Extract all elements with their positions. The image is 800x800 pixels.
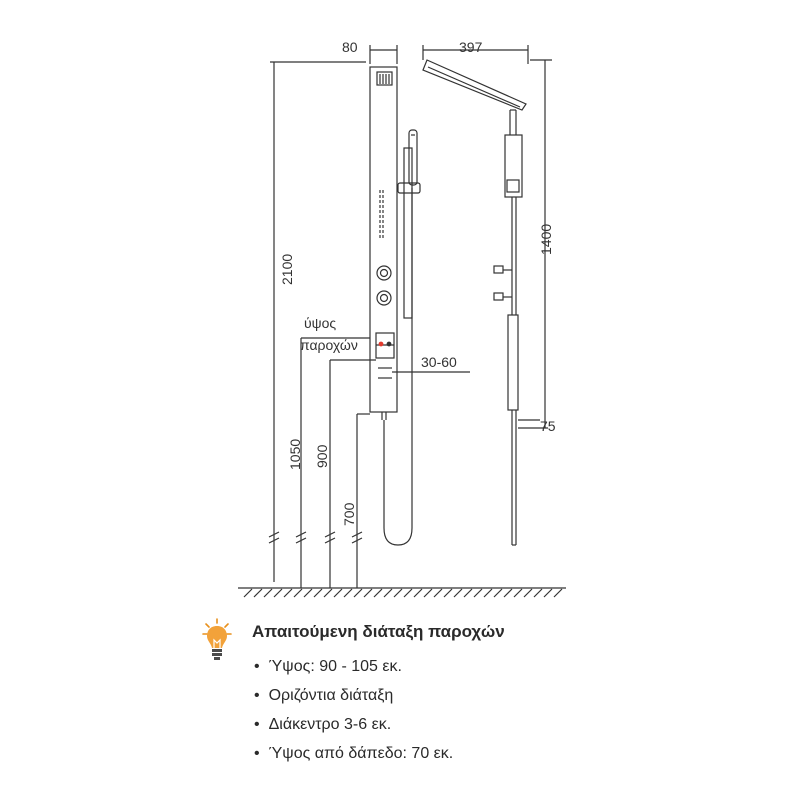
list-item: Ύψος από δάπεδο: 70 εκ. — [254, 739, 454, 768]
dim-floor-offset: 700 — [341, 502, 357, 526]
note-list: Ύψος: 90 - 105 εκ. Οριζόντια διάταξη Διά… — [254, 652, 454, 768]
front-view-panel — [369, 66, 398, 420]
list-item: Οριζόντια διάταξη — [254, 681, 453, 710]
front-view-slide-rail — [383, 129, 421, 546]
list-item: Ύψος: 90 - 105 εκ. — [254, 652, 453, 681]
floor-line — [238, 587, 566, 598]
lower-control-knob — [376, 290, 392, 306]
dim-total-height: 2100 — [279, 254, 295, 285]
note-title: Απαιτούμενη διάταξη παροχών — [252, 622, 505, 641]
dim-inlet-height: 900 — [314, 444, 330, 468]
side-view-panel — [422, 59, 527, 546]
list-item: Διάκεντρο 3-6 εκ. — [254, 710, 453, 739]
upper-control-knob — [376, 265, 392, 281]
dim-panel-width: 80 — [342, 39, 358, 55]
lightbulb-icon — [202, 618, 232, 660]
dim-rail-height: 1400 — [538, 224, 554, 255]
supply-height-label-line1: ύψος — [304, 315, 336, 331]
dim-inlet-spacing: 30-60 — [421, 354, 457, 370]
dim-wall-offset: 75 — [540, 418, 556, 434]
supply-height-label-line2: παροχών — [300, 337, 358, 353]
dim-outlet-height: 1050 — [287, 439, 303, 470]
dim-head-projection: 397 — [459, 39, 483, 55]
